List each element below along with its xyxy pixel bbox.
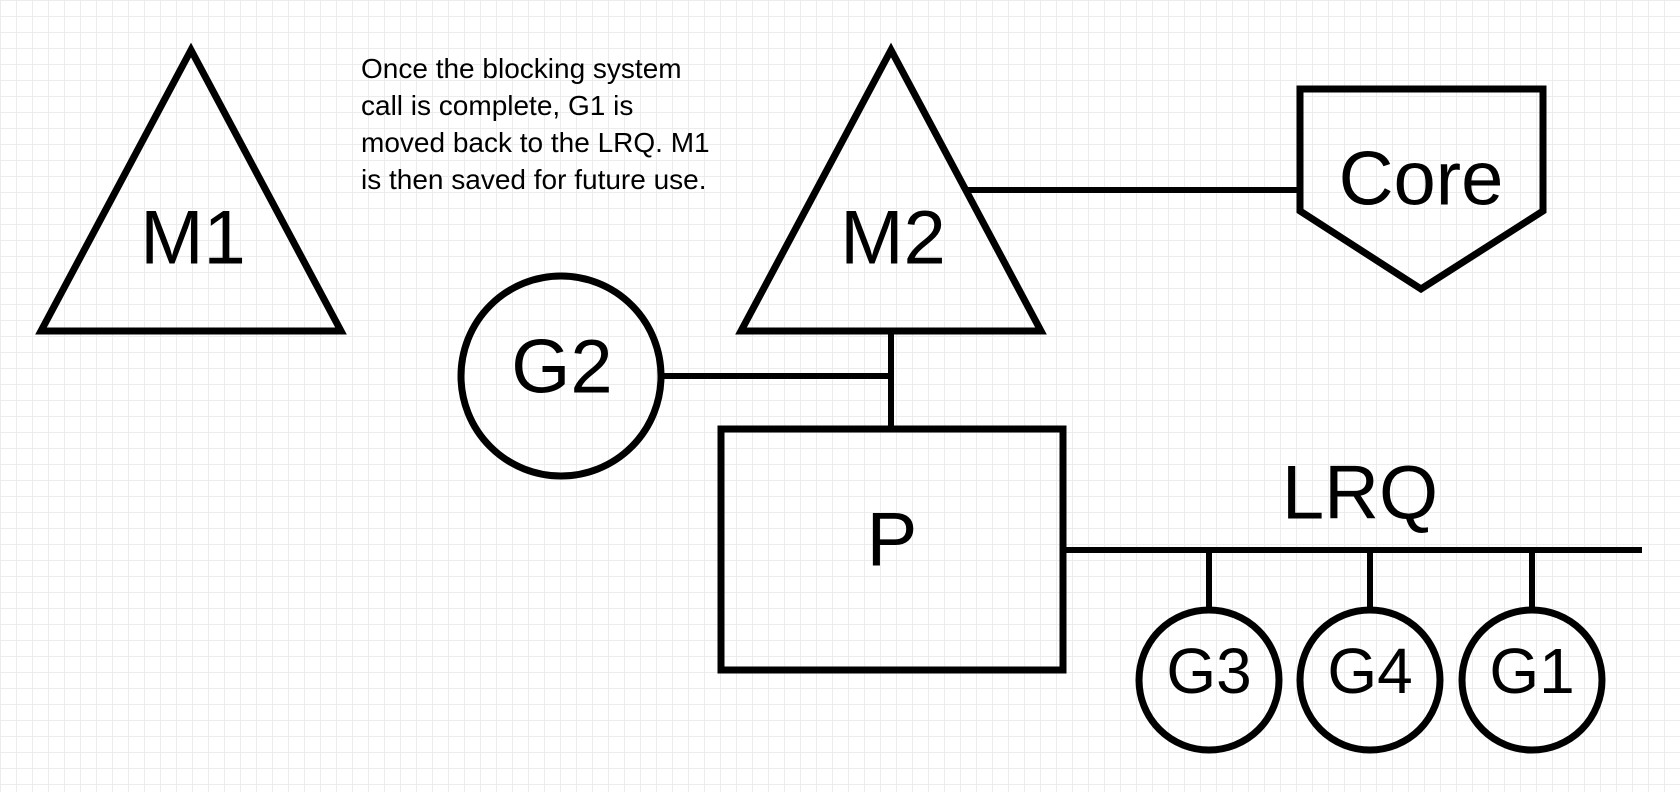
note-line: call is complete, G1 is xyxy=(361,90,634,121)
g2-label: G2 xyxy=(511,325,612,410)
g4-node[interactable]: G4 xyxy=(1296,606,1444,754)
g1-node[interactable]: G1 xyxy=(1458,606,1606,754)
g4-circle xyxy=(1296,606,1444,754)
g4-label: G4 xyxy=(1327,635,1412,707)
core-shape xyxy=(1296,85,1547,294)
g2-node[interactable]: G2 xyxy=(457,272,665,480)
note-line: Once the blocking system xyxy=(361,53,682,84)
p-label: P xyxy=(867,498,918,583)
note-line: is then saved for future use. xyxy=(361,164,707,195)
m2-triangle xyxy=(735,42,1047,335)
g1-label: G1 xyxy=(1489,635,1574,707)
p-rect xyxy=(717,425,1067,674)
core-label: Core xyxy=(1339,137,1504,222)
g3-node[interactable]: G3 xyxy=(1135,606,1283,754)
g2-circle xyxy=(457,272,665,480)
m1-node[interactable]: M1 xyxy=(35,42,347,335)
m1-triangle xyxy=(35,42,347,335)
note-line: moved back to the LRQ. M1 xyxy=(361,127,710,158)
g1-circle xyxy=(1458,606,1606,754)
m2-node[interactable]: M2 xyxy=(735,42,1047,335)
g3-label: G3 xyxy=(1166,635,1251,707)
g3-circle xyxy=(1135,606,1283,754)
p-node[interactable]: P xyxy=(717,425,1067,674)
annotation-note[interactable]: Once the blocking system call is complet… xyxy=(361,50,761,198)
core-node[interactable]: Core xyxy=(1296,85,1547,294)
m1-label: M1 xyxy=(140,196,246,281)
lrq-label: LRQ xyxy=(1282,451,1438,536)
m2-label: M2 xyxy=(840,196,946,281)
